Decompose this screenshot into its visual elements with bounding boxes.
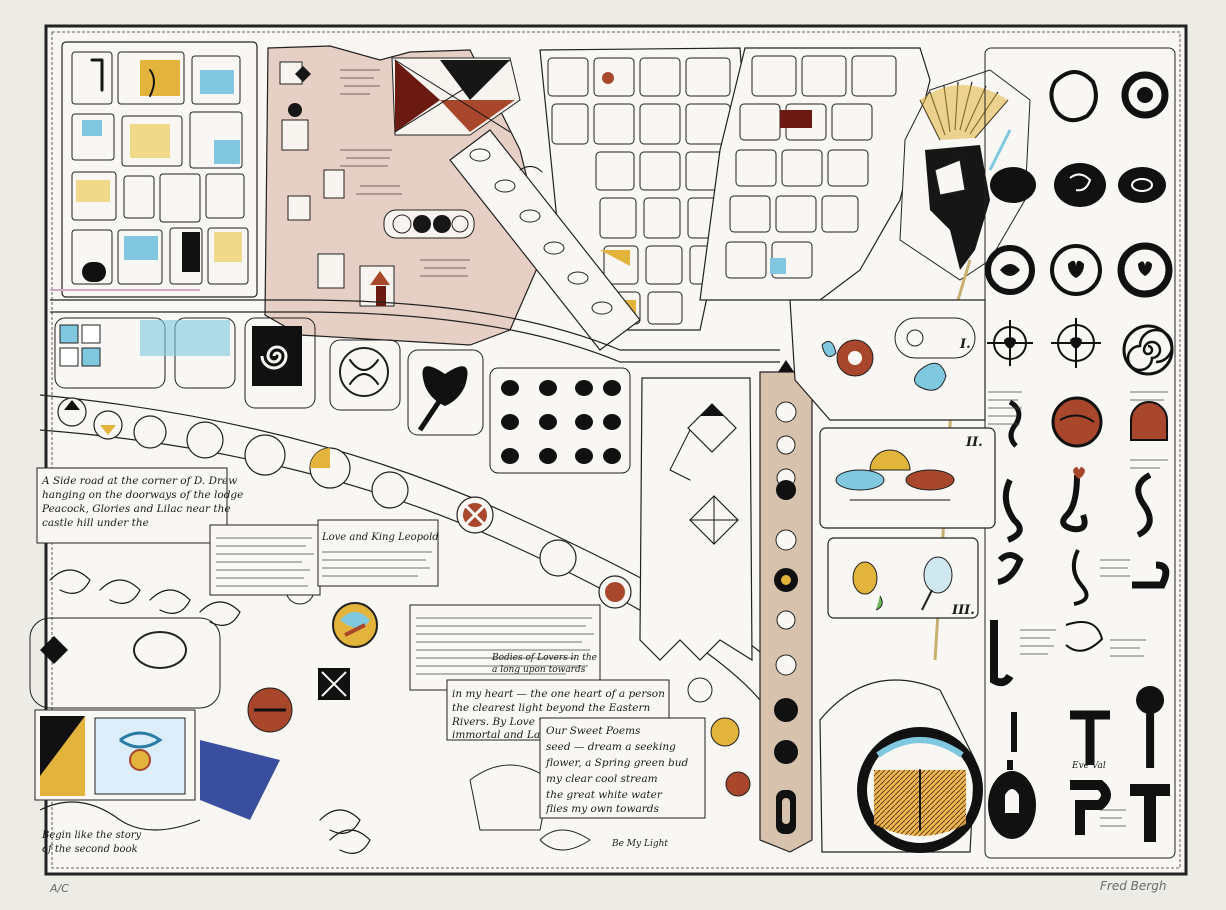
pink-wash-panel <box>264 45 546 346</box>
caption-17: flower, a Spring green bud <box>545 757 689 769</box>
caption-5: Begin like the story <box>41 830 142 841</box>
caption-14: a long upon towards <box>492 665 586 675</box>
caption-3: Peacock, Glories and Lilac near the <box>41 503 231 515</box>
caption-15: Be My Light <box>611 839 668 849</box>
caption-13: Bodies of Lovers in the <box>491 653 597 663</box>
edition-number: A/C <box>49 882 69 895</box>
caption-begin: Begin like the story of the second book <box>41 830 142 855</box>
panel-three <box>827 537 979 619</box>
large-ring-scene <box>819 679 983 853</box>
panel-two <box>819 427 996 529</box>
middle-left-icon-row <box>54 317 484 436</box>
dot-grid <box>489 367 631 474</box>
inner-border <box>51 31 1181 869</box>
panel-one <box>789 299 986 421</box>
caption-11: Our Sweet Poems <box>546 725 641 737</box>
caption-12: Love and King Leopold <box>321 532 439 543</box>
numeral-three: III. <box>951 603 975 618</box>
caption-4: castle hill under the <box>42 517 149 529</box>
top-left-panel-grid <box>61 41 258 298</box>
caption-6: of the second book <box>42 844 138 855</box>
ghost-panel <box>639 377 753 662</box>
caption-19: the great white water <box>546 789 663 801</box>
numeral-two: II. <box>965 435 983 450</box>
middle-pendants <box>242 529 378 700</box>
caption-21: Eve Val <box>1071 761 1106 771</box>
caption-7: in my heart — the one heart of a person <box>452 688 665 700</box>
caption-16: seed — dream a seeking <box>546 741 676 753</box>
text-block-left: A Side road at the corner of D. Drew han… <box>36 467 243 544</box>
caption-18: my clear cool stream <box>546 773 658 785</box>
right-column-scribbles <box>988 391 1168 827</box>
caption-1: A Side road at the corner of D. Drew <box>41 475 237 487</box>
caption-2: hanging on the doorways of the lodge <box>42 489 243 501</box>
tan-vertical-strip <box>759 360 813 853</box>
caption-20: flies my own towards <box>545 803 659 815</box>
handwriting-scribbles-top <box>340 69 470 277</box>
diagonal-perforated-band <box>449 129 641 351</box>
caption-8: the clearest light beyond the Eastern <box>452 702 650 714</box>
top-right-center-panel-grid <box>699 47 931 301</box>
scribble-block-center-left: Love and King Leopold <box>209 519 439 596</box>
scribble-block-center <box>409 604 601 691</box>
right-symbols-column <box>984 47 1176 859</box>
lower-left-collage <box>29 617 293 831</box>
numeral-one: I. <box>959 337 971 352</box>
artist-signature: Fred Bergh <box>1100 879 1166 893</box>
text-block-poem: Our Sweet Poems seed — dream a seeking f… <box>539 717 706 819</box>
bottom-center-flowers <box>469 677 751 851</box>
lower-left-spirals <box>49 569 371 854</box>
